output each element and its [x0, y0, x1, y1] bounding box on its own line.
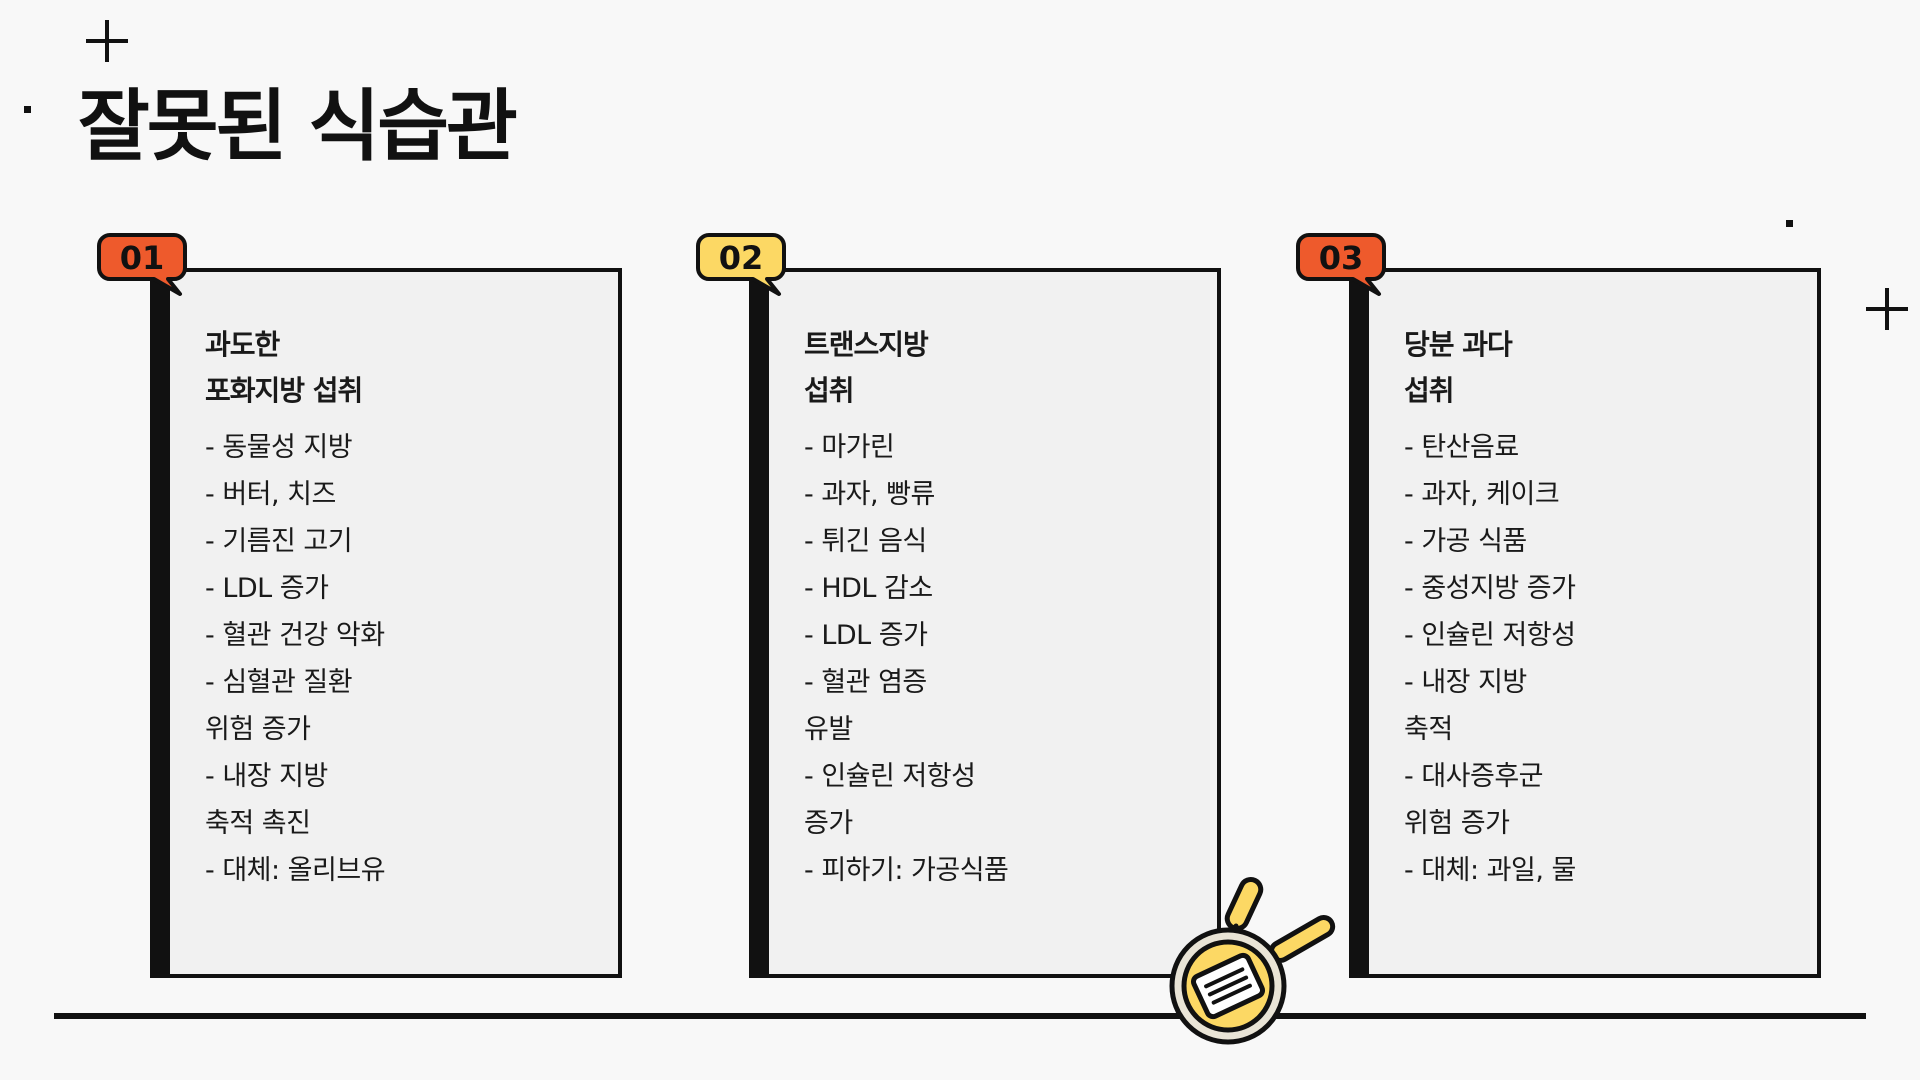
card-excess-sugar: 당분 과다 섭취 - 탄산음료 - 과자, 케이크 - 가공 식품 - 중성지방…	[1349, 268, 1821, 978]
card-body: - 마가린 - 과자, 빵류 - 튀긴 음식 - HDL 감소 - LDL 증가…	[804, 432, 1009, 886]
card-body: - 탄산음료 - 과자, 케이크 - 가공 식품 - 중성지방 증가 - 인슐린…	[1404, 432, 1576, 886]
badge-number: 02	[719, 239, 764, 277]
card-heading: 트랜스지방 섭취	[804, 328, 929, 407]
card-heading: 당분 과다 섭취	[1404, 328, 1513, 407]
badge-number: 03	[1319, 239, 1364, 277]
page-title: 잘못된 식습관	[78, 82, 518, 172]
number-badge-02: 02	[696, 233, 786, 296]
number-badge-03: 03	[1296, 233, 1386, 296]
plus-icon	[1866, 288, 1908, 330]
badge-shape	[1296, 233, 1386, 296]
frying-pan-icon	[1169, 876, 1336, 1045]
badge-shape	[696, 233, 786, 296]
dot-decoration	[1786, 220, 1793, 227]
dot-decoration	[24, 106, 31, 113]
card-body: - 동물성 지방 - 버터, 치즈 - 기름진 고기 - LDL 증가 - 혈관…	[205, 432, 386, 886]
number-badge-01: 01	[97, 233, 187, 296]
badge-shape	[97, 233, 187, 296]
card-saturated-fat: 과도한 포화지방 섭취 - 동물성 지방 - 버터, 치즈 - 기름진 고기 -…	[150, 268, 622, 978]
baseline-divider	[54, 1013, 1866, 1019]
card-heading: 과도한 포화지방 섭취	[205, 328, 363, 407]
badge-number: 01	[120, 239, 165, 277]
card-trans-fat: 트랜스지방 섭취 - 마가린 - 과자, 빵류 - 튀긴 음식 - HDL 감소…	[749, 268, 1221, 978]
plus-icon	[86, 20, 128, 62]
